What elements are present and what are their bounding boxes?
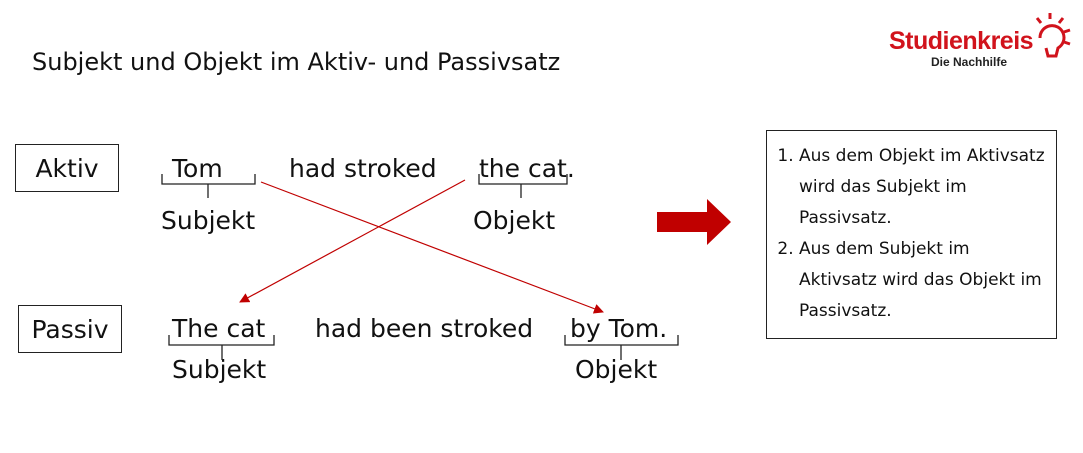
rules-box: Aus dem Objekt im Aktivsatz wird das Sub… bbox=[766, 130, 1057, 339]
aktiv-object: the cat. bbox=[479, 154, 575, 183]
big-arrow-icon bbox=[657, 199, 731, 245]
rules-list: Aus dem Objekt im Aktivsatz wird das Sub… bbox=[767, 131, 1056, 327]
aktiv-label: Aktiv bbox=[35, 153, 99, 183]
passiv-subject-role: Subjekt bbox=[172, 355, 267, 384]
logo-tagline: Die Nachhilfe bbox=[931, 55, 1008, 69]
aktiv-verb: had stroked bbox=[289, 154, 437, 183]
passiv-object: by Tom. bbox=[570, 314, 668, 343]
passiv-subject: The cat bbox=[172, 314, 266, 343]
rule-item: Aus dem Subjekt im Aktivsatz wird das Ob… bbox=[799, 234, 1046, 327]
logo-name: Studienkreis bbox=[889, 27, 1034, 55]
page-title: Subjekt und Objekt im Aktiv- und Passivs… bbox=[32, 48, 561, 76]
aktiv-object-bracket bbox=[478, 174, 568, 198]
arrow-aktiv-subject-to-passiv-object bbox=[260, 181, 604, 314]
aktiv-subject-role: Subjekt bbox=[161, 206, 256, 235]
aktiv-subject-bracket bbox=[161, 174, 256, 198]
aktiv-subject: Tom bbox=[172, 154, 223, 183]
passiv-label-box: Passiv bbox=[18, 305, 122, 353]
rule-item: Aus dem Objekt im Aktivsatz wird das Sub… bbox=[799, 141, 1046, 234]
passiv-object-bracket bbox=[564, 335, 679, 360]
passiv-object-role: Objekt bbox=[575, 355, 658, 384]
aktiv-object-role: Objekt bbox=[473, 206, 556, 235]
passiv-subject-bracket bbox=[168, 335, 275, 360]
aktiv-label-box: Aktiv bbox=[15, 144, 119, 192]
lightbulb-icon bbox=[1035, 13, 1071, 58]
passiv-verb: had been stroked bbox=[315, 314, 534, 343]
passiv-label: Passiv bbox=[31, 314, 109, 344]
arrow-aktiv-object-to-passiv-subject bbox=[239, 179, 466, 303]
